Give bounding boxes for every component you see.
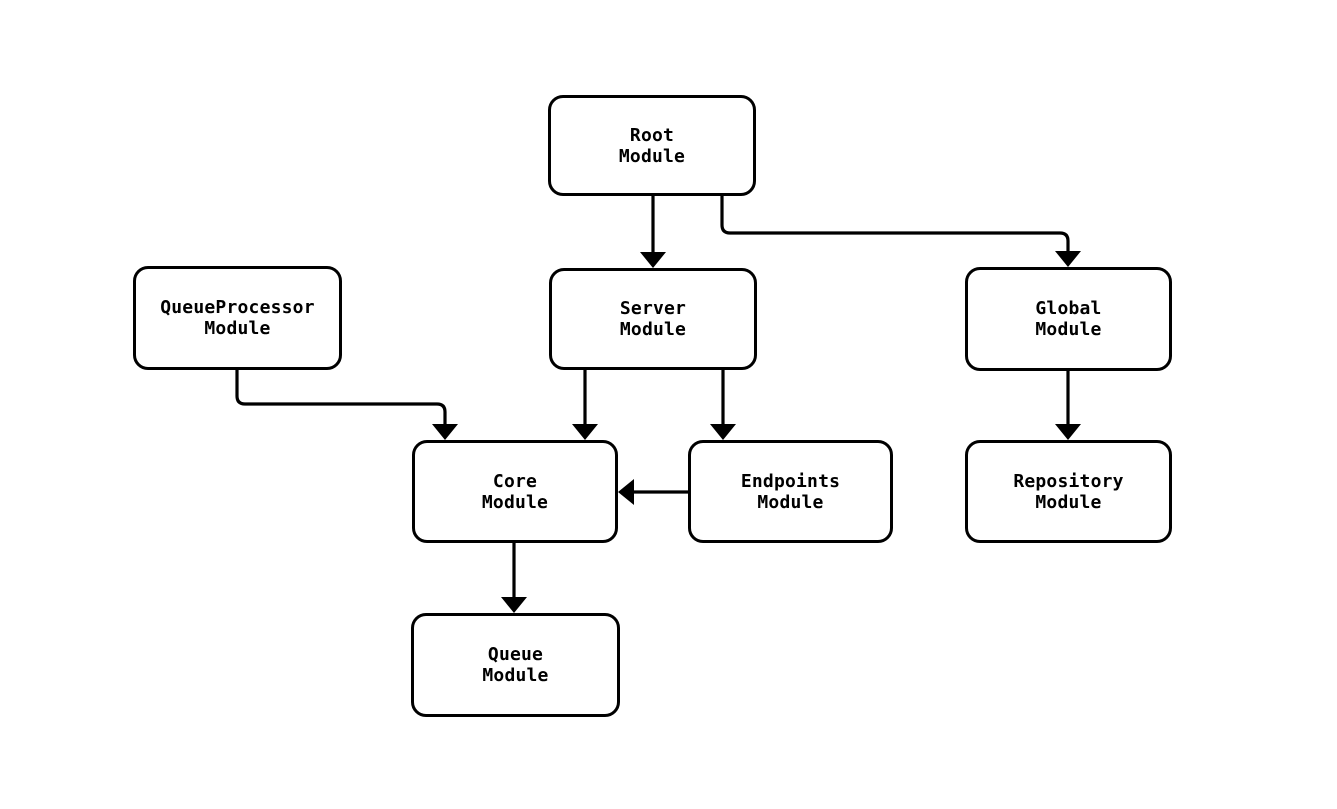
node-label: Module [481, 491, 549, 513]
node-label: Module [204, 318, 271, 339]
node-queue-module: Queue Module [411, 613, 620, 717]
edge-queueprocessor-to-core [235, 370, 458, 440]
node-global-module: Global Module [965, 267, 1172, 371]
node-queueprocessor-module: QueueProcessor Module [133, 266, 342, 370]
node-endpoints-module: Endpoints Module [688, 440, 893, 543]
edge-server-to-core [572, 370, 598, 440]
node-label: Queue [487, 644, 544, 665]
node-label: Global [1035, 298, 1102, 319]
node-label: Repository [1013, 470, 1124, 492]
edge-core-to-queue [501, 543, 527, 613]
node-label: Module [1035, 319, 1102, 340]
node-root-module: Root Module [548, 95, 756, 196]
node-label: Server [619, 298, 687, 319]
edge-root-to-global [720, 195, 1081, 267]
edge-global-to-repository [1055, 371, 1081, 440]
node-label: Root [629, 124, 675, 146]
node-label: Module [619, 319, 687, 340]
node-label: Module [1035, 491, 1102, 513]
node-label: Module [618, 145, 686, 167]
node-label: Module [482, 665, 549, 686]
node-server-module: Server Module [549, 268, 757, 370]
node-core-module: Core Module [412, 440, 618, 543]
edge-root-to-server [640, 195, 666, 268]
node-label: Module [757, 491, 824, 513]
edge-server-to-endpoints [710, 370, 736, 440]
node-repository-module: Repository Module [965, 440, 1172, 543]
node-label: Core [492, 470, 538, 492]
edge-endpoints-to-core [618, 479, 688, 505]
node-label: QueueProcessor [160, 297, 315, 318]
node-label: Endpoints [740, 470, 841, 492]
